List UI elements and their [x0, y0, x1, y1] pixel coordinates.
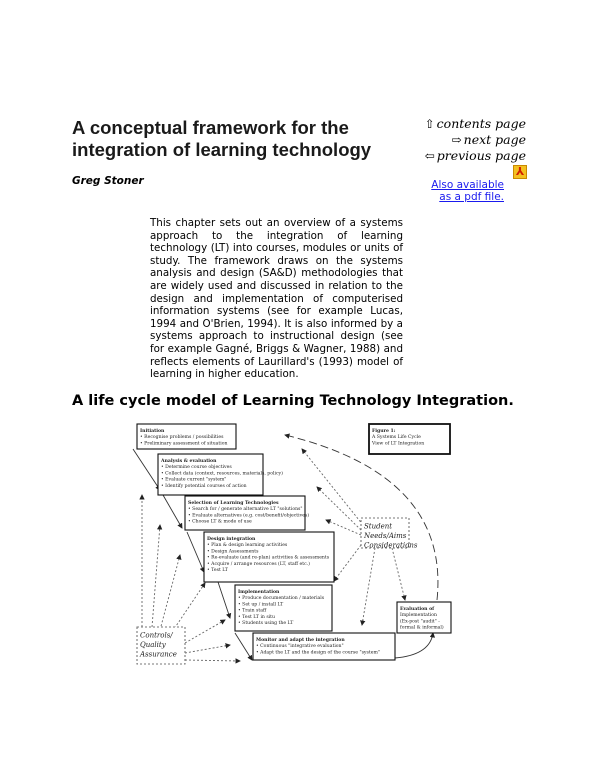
figure-box-design-text: • Re-evaluate (and re-plan) activities &…: [207, 553, 330, 560]
student-considerations-box-text: Considerations: [364, 541, 418, 549]
page-navigation: ⇧contents page ⇨next page ⇦previous page: [425, 116, 526, 164]
figure-box-initiation-frame: [136, 423, 237, 450]
figure-box-analysis-text: • Determine course objectives: [161, 464, 232, 470]
figure-caption-box-text: View of LT Integration: [371, 440, 424, 446]
figure-box-monitor-text: • Adapt the LT and the design of the cou…: [256, 649, 380, 655]
previous-page-link[interactable]: ⇦previous page: [424, 148, 526, 163]
controls-quality-box-text: Assurance: [139, 650, 177, 658]
contents-arrow-icon: ⇧: [424, 117, 435, 131]
figure-box-monitor-text: • Continuous "integrative evaluation": [256, 643, 344, 649]
intro-paragraph: This chapter sets out an overview of a s…: [150, 217, 403, 381]
contents-page-link[interactable]: ⇧contents page: [424, 116, 526, 131]
figure-box-evaluation-text: Evaluation of: [400, 606, 435, 612]
pdf-icon[interactable]: ⅄: [513, 165, 527, 179]
page-header: A conceptual framework for the integrati…: [72, 117, 412, 187]
figure-box-evaluation-text: (Ex-post "audit" -: [400, 617, 440, 624]
previous-arrow-icon: ⇦: [424, 149, 435, 163]
figure-box-evaluation-text: formal & informal): [400, 623, 444, 630]
figure-box-implementation-text: • Produce documentation / materials: [238, 595, 325, 601]
figure-box-selection-frame: [184, 495, 306, 531]
figure-box-design-frame: [203, 531, 335, 583]
figure-caption-box-text: Figure 1:: [372, 428, 396, 434]
figure-box-analysis-frame: [157, 453, 264, 496]
author: Greg Stoner: [72, 175, 144, 187]
figure-box-initiation-text: • Preliminary assessment of situation: [140, 440, 227, 446]
next-page-link[interactable]: ⇨next page: [451, 132, 526, 147]
figure-box-selection-text: • Evaluate alternatives (e.g. cost/benef…: [188, 511, 309, 518]
figure-box-implementation-text: • Train staff: [238, 607, 267, 613]
figure-box-analysis-text: • Evaluate current "system": [161, 476, 226, 482]
figure-box-design: Design integration• Plan & design learni…: [203, 531, 335, 583]
figure-box-analysis-text: • Identify potential courses of action: [161, 482, 247, 488]
figure-box-initiation-text: Initiation: [140, 428, 165, 434]
figure-box-evaluation-text: Implementation: [400, 612, 437, 618]
page-title: A conceptual framework for the integrati…: [72, 117, 372, 160]
figure-box-implementation-text: • Test LT in situ: [238, 613, 275, 619]
figure-box-initiation-text: • Recognise problems / possibilities: [140, 434, 224, 440]
controls-quality-box-text: Quality: [140, 641, 167, 649]
figure-box-monitor-text: Monitor and adapt the integration: [256, 637, 345, 643]
section-heading: A life cycle model of Learning Technolog…: [72, 392, 514, 409]
figure-box-design-text: Design integration: [207, 536, 256, 542]
controls-quality-box-frame: [136, 626, 186, 665]
figure-box-initiation: Initiation• Recognise problems / possibi…: [136, 423, 237, 450]
student-considerations-box-frame: [360, 517, 410, 549]
figure-box-selection: Selection of Learning Technologies• Sear…: [184, 495, 309, 531]
figure-arrows: [132, 433, 439, 664]
controls-quality-box-text: Controls/: [140, 631, 173, 639]
figure-box-design-text: • Acquire / arrange resources (LT, staff…: [207, 559, 310, 566]
student-considerations-box-text: Needs/Aims: [363, 532, 407, 540]
student-considerations-box-text: Student: [364, 522, 392, 530]
figure-box-implementation-text: Implementation: [238, 589, 280, 595]
next-arrow-icon: ⇨: [451, 133, 462, 147]
figure-box-analysis-text: Analysis & evaluation: [160, 458, 217, 464]
content-column: This chapter sets out an overview of a s…: [0, 217, 600, 675]
figure-caption-box-text: A Systems Life Cycle: [371, 434, 421, 440]
figure-box-implementation-text: • Students using the LT: [238, 620, 294, 626]
figure-box-design-text: • Design Assessments: [207, 548, 259, 554]
figure-caption-box-frame: [368, 422, 451, 455]
figure-box-selection-text: Selection of Learning Technologies: [188, 500, 279, 506]
figure-box-analysis: Analysis & evaluation• Determine course …: [157, 453, 283, 496]
figure-box-monitor-frame: [252, 632, 396, 661]
figure-box-implementation: Implementation• Produce documentation / …: [234, 584, 333, 632]
figure-box-design-text: • Test LT: [207, 567, 229, 573]
figure-box-monitor: Monitor and adapt the integration• Conti…: [252, 632, 396, 661]
figure-box-selection-text: • Search for / generate alternative LT "…: [188, 506, 303, 512]
lifecycle-figure: Initiation• Recognise problems / possibi…: [132, 422, 452, 665]
figure-box-analysis-text: • Collect data (context, resources, mate…: [161, 469, 283, 476]
figure-box-implementation-text: • Set up / install LT: [238, 601, 284, 607]
figure-box-design-text: • Plan & design learning activities: [207, 542, 288, 548]
figure-box-evaluation-frame: [396, 601, 452, 634]
figure-box-implementation-frame: [234, 584, 333, 632]
figure-box-selection-text: • Choose LT & mode of use: [188, 518, 252, 524]
